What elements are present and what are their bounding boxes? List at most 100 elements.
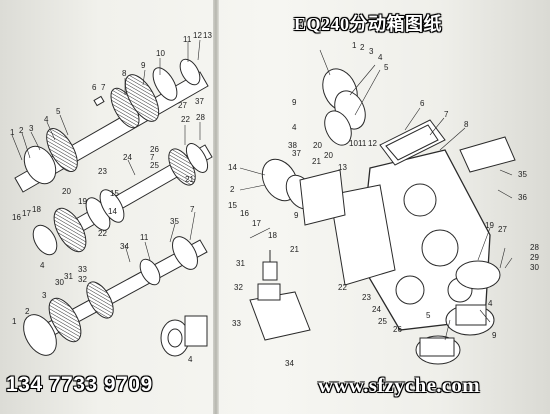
callout-l8: 8 [122, 69, 127, 78]
callout-r17: 17 [252, 219, 261, 228]
callout-l22b: 22 [98, 229, 107, 238]
callout-l7b: 7 [150, 153, 155, 162]
callout-l33: 33 [78, 265, 87, 274]
callout-r27: 27 [498, 225, 507, 234]
callout-l19: 19 [78, 197, 87, 206]
callout-r14: 14 [228, 163, 237, 172]
callout-r22: 22 [338, 283, 347, 292]
callout-l4c: 4 [188, 355, 193, 364]
callout-r9b: 9 [294, 211, 299, 220]
callout-r36: 36 [518, 193, 527, 202]
callout-l6: 6 [92, 83, 97, 92]
callout-l4: 4 [44, 115, 49, 124]
callout-r9c: 9 [492, 331, 497, 340]
callout-l20: 20 [62, 187, 71, 196]
callout-r4: 4 [378, 53, 383, 62]
page-title: EQ240分动箱图纸 [294, 14, 443, 34]
website-url[interactable]: www.sfzyche.com [318, 373, 480, 397]
transfer-case-housing [329, 149, 491, 331]
top-cover-plate [379, 119, 446, 166]
callout-l5: 5 [56, 107, 61, 116]
callout-r19: 19 [485, 221, 494, 230]
callout-r26: 26 [393, 325, 402, 334]
callout-l17: 17 [22, 209, 31, 218]
callout-r38: 38 [288, 141, 297, 150]
callout-l11b: 11 [140, 233, 149, 242]
callout-l14: 14 [108, 207, 117, 216]
callout-r21: 21 [312, 157, 321, 166]
book-spine-fold [213, 0, 219, 414]
callout-r4c: 4 [488, 299, 493, 308]
callout-r35: 35 [518, 170, 527, 179]
callout-r21b: 21 [290, 245, 299, 254]
callout-l32: 32 [78, 275, 87, 284]
callout-r2: 2 [360, 43, 365, 52]
callout-r9: 9 [292, 98, 297, 107]
callout-l12: 12 [193, 31, 202, 40]
rear-output-covers [415, 260, 501, 365]
callout-l23: 23 [98, 167, 107, 176]
callout-r32: 32 [234, 283, 243, 292]
callout-r3: 3 [369, 47, 374, 56]
callout-l7c: 7 [190, 205, 195, 214]
callout-l37: 37 [195, 97, 204, 106]
callout-l9: 9 [141, 61, 146, 70]
callout-l35: 35 [170, 217, 179, 226]
callout-l28: 28 [196, 113, 205, 122]
callout-l1: 1 [10, 128, 15, 137]
callout-l11: 11 [183, 35, 192, 44]
callout-r25: 25 [378, 317, 387, 326]
callout-l3b: 3 [42, 291, 47, 300]
callout-r5: 5 [384, 63, 389, 72]
callout-l27: 27 [178, 101, 187, 110]
callout-l4b: 4 [40, 261, 45, 270]
callout-l22: 22 [181, 115, 190, 124]
callout-r5b: 5 [426, 311, 431, 320]
callout-r1: 1 [352, 41, 357, 50]
callout-r6: 6 [420, 99, 425, 108]
callout-l16: 16 [12, 213, 21, 222]
contact-phone: 134 7733 9709 [6, 373, 153, 396]
intermediate-shaft-assembly [32, 143, 213, 256]
callout-l13: 13 [203, 31, 212, 40]
callout-r37: 37 [292, 149, 301, 158]
callout-l31: 31 [64, 272, 73, 281]
callout-r29: 29 [530, 253, 539, 262]
callout-r13: 13 [338, 163, 347, 172]
callout-r4b: 4 [292, 123, 297, 132]
callout-l7: 7 [101, 83, 106, 92]
callout-l30: 30 [55, 278, 64, 287]
callout-r8: 8 [464, 120, 469, 129]
callout-r10: 10 [349, 139, 358, 148]
callout-l18: 18 [32, 205, 41, 214]
callout-l34: 34 [120, 242, 129, 251]
callout-r7: 7 [444, 110, 449, 119]
callout-r2b: 2 [230, 185, 235, 194]
side-bearing-cover [261, 158, 346, 226]
callout-r20b: 20 [324, 151, 333, 160]
main-shaft-assembly [14, 58, 209, 193]
callout-r31: 31 [236, 259, 245, 268]
mounting-bracket [249, 250, 311, 341]
callout-r11: 11 [358, 139, 367, 148]
callout-r20: 20 [313, 141, 322, 150]
callout-l10: 10 [156, 49, 165, 58]
gasket-plates [322, 68, 516, 173]
callout-r23: 23 [362, 293, 371, 302]
callout-l15: 15 [110, 189, 119, 198]
callout-r12: 12 [368, 139, 377, 148]
callout-l25: 25 [150, 161, 159, 170]
callout-r33: 33 [232, 319, 241, 328]
callout-r30: 30 [530, 263, 539, 272]
callout-r15: 15 [228, 201, 237, 210]
callout-r24: 24 [372, 305, 381, 314]
callout-l21: 21 [185, 175, 194, 184]
callout-l24: 24 [123, 153, 132, 162]
callout-l2: 2 [19, 126, 24, 135]
callout-r34: 34 [285, 359, 294, 368]
output-shaft-assembly [23, 236, 208, 357]
callout-l2b: 2 [25, 307, 30, 316]
callout-l1b: 1 [12, 317, 17, 326]
